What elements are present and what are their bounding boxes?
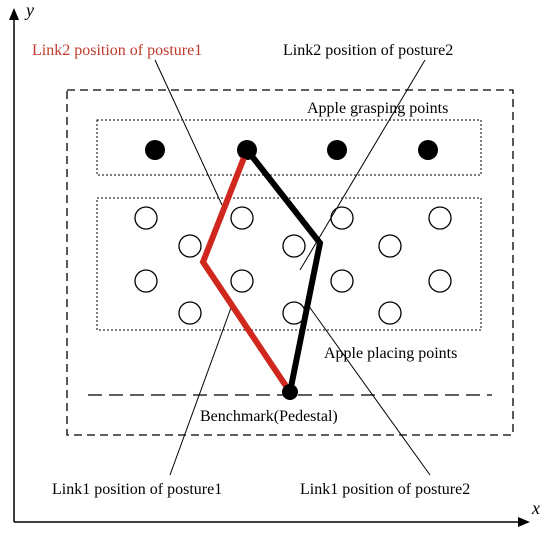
grasp-joint — [238, 141, 256, 159]
grasping-points — [145, 140, 438, 160]
grasping-point — [327, 140, 347, 160]
label-link2-posture2: Link2 position of posture2 — [283, 42, 453, 59]
placing-point — [178, 234, 202, 258]
pedestal-joint — [282, 384, 298, 400]
placing-point — [134, 206, 158, 230]
posture2-arm — [244, 148, 324, 393]
placing-points — [134, 206, 452, 325]
posture1-arm — [199, 148, 293, 394]
grasping-point — [145, 140, 165, 160]
label-link1-posture1: Link1 position of posture1 — [52, 481, 222, 498]
grasping-point — [418, 140, 438, 160]
placing-point — [428, 269, 452, 293]
placing-point — [330, 269, 354, 293]
y-axis-label: y — [24, 0, 34, 20]
placing-point — [378, 301, 402, 325]
placing-point — [230, 206, 254, 230]
placing-point — [178, 301, 202, 325]
leader-link1-posture2 — [307, 304, 431, 476]
placing-point — [378, 234, 402, 258]
workspace-boundary — [66, 89, 514, 436]
label-benchmark: Benchmark(Pedestal) — [200, 408, 338, 425]
leader-link2-posture2 — [299, 59, 426, 271]
leader-link1-posture1 — [169, 304, 233, 476]
placing-point — [330, 206, 354, 230]
leader-link2-posture1 — [154, 59, 223, 206]
grasping-region — [96, 119, 482, 176]
label-link2-posture1: Link2 position of posture1 — [32, 42, 202, 59]
placing-point — [134, 269, 158, 293]
placing-region — [96, 197, 482, 331]
placing-point — [428, 206, 452, 230]
label-placing-points: Apple placing points — [324, 345, 457, 362]
x-axis-label: x — [531, 498, 540, 518]
placing-point — [282, 234, 306, 258]
placing-point — [230, 269, 254, 293]
label-link1-posture2: Link1 position of posture2 — [300, 481, 470, 498]
label-grasping-points: Apple grasping points — [307, 100, 448, 117]
